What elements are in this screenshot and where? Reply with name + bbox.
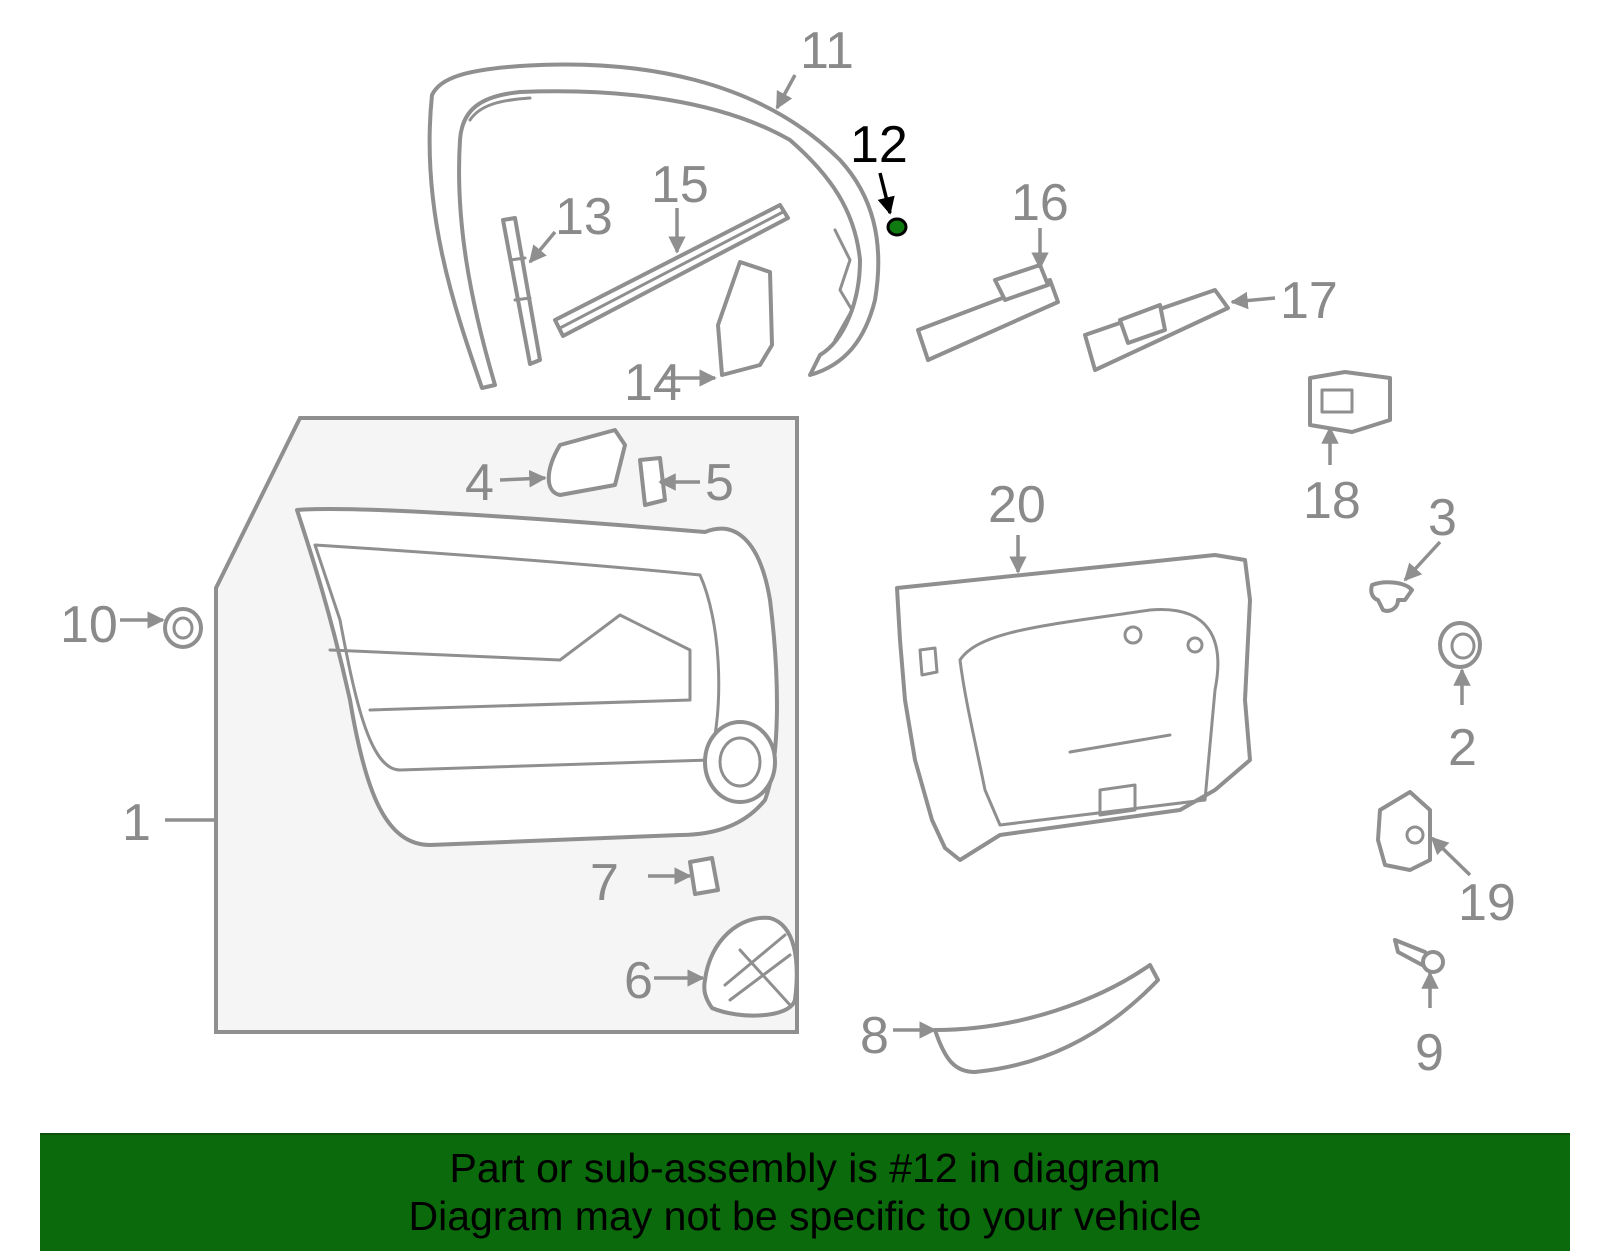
banner-line-disclaimer: Diagram may not be specific to your vehi…	[408, 1193, 1202, 1239]
callout-13: 13	[555, 188, 613, 246]
callout-16: 16	[1011, 174, 1069, 232]
part-11-window-frame	[427, 62, 881, 390]
callout-5: 5	[705, 454, 734, 512]
callout-7: 7	[590, 854, 619, 912]
part-1-trim-panel-box	[214, 416, 799, 1034]
part-8-armrest-trim	[933, 963, 1160, 1074]
callout-18: 18	[1303, 472, 1361, 530]
callout-4: 4	[465, 454, 494, 512]
part-9-screw	[1393, 938, 1445, 974]
part-18-switch-housing	[1308, 370, 1392, 434]
parts-diagram: 11 12 13 15 14 16 17 18 4 5 20 3 10 2 1 …	[60, 22, 1516, 1082]
part-14-bracket	[716, 260, 774, 377]
callout-15: 15	[651, 156, 709, 214]
callout-6: 6	[624, 952, 653, 1010]
callout-11: 11	[800, 22, 854, 80]
callout-3: 3	[1428, 489, 1457, 547]
callout-10: 10	[60, 596, 118, 654]
info-banner: Part or sub-assembly is #12 in diagram D…	[40, 1133, 1570, 1251]
part-17-master-switch	[1083, 288, 1230, 372]
callout-1: 1	[122, 794, 151, 852]
callout-12: 12	[850, 116, 908, 174]
banner-line-part-number: Part or sub-assembly is #12 in diagram	[449, 1145, 1161, 1191]
part-10-grommet	[163, 607, 203, 649]
callout-14: 14	[624, 354, 682, 412]
callout-17: 17	[1280, 272, 1338, 330]
leader-lines	[120, 74, 1472, 1039]
part-3-clip	[1369, 580, 1414, 613]
callout-9: 9	[1415, 1024, 1444, 1082]
part-16-window-switch	[916, 263, 1060, 362]
part-12-clip	[886, 217, 908, 237]
callout-8: 8	[860, 1007, 889, 1065]
part-2-grommet	[1438, 621, 1482, 669]
part-15-belt-molding	[553, 203, 790, 338]
callout-20: 20	[988, 476, 1046, 534]
part-19-actuator	[1376, 790, 1432, 872]
part-20-inner-panel	[895, 553, 1252, 862]
part-13-run-channel	[501, 216, 542, 366]
callout-19: 19	[1458, 874, 1516, 932]
callout-2: 2	[1448, 719, 1477, 777]
